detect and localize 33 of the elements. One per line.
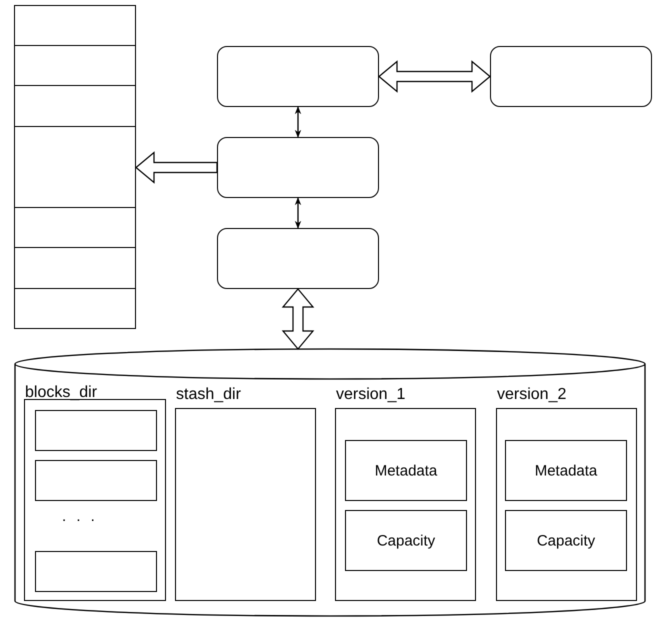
folder-label: stash_dir xyxy=(176,386,241,404)
stack-cell xyxy=(14,85,136,127)
block-box xyxy=(35,410,157,451)
rounded-box xyxy=(217,137,379,198)
folder-label: version_1 xyxy=(336,386,406,404)
file-box xyxy=(505,440,627,501)
block-arrow xyxy=(135,151,218,184)
stack-cell xyxy=(14,288,136,329)
block-arrow xyxy=(282,288,314,350)
file-box xyxy=(345,440,467,501)
box-label: Metadata xyxy=(534,462,598,479)
arrow xyxy=(294,106,302,138)
file-box xyxy=(345,510,467,571)
stack-cell xyxy=(14,126,136,208)
folder-label: blocks_dir xyxy=(25,384,98,402)
block-box xyxy=(35,551,157,592)
rounded-box xyxy=(217,46,379,107)
block-box xyxy=(35,460,157,501)
box-label: Metadata xyxy=(374,462,438,479)
ellipsis-label: . . . xyxy=(62,508,95,525)
rounded-box xyxy=(217,228,379,289)
box-label: Capacity xyxy=(536,532,596,549)
stack-cell xyxy=(14,45,136,86)
stack-cell xyxy=(14,247,136,289)
box-label: Capacity xyxy=(376,532,436,549)
stack-cell xyxy=(14,207,136,248)
file-box xyxy=(505,510,627,571)
block-arrow xyxy=(378,60,491,93)
arrow xyxy=(294,197,302,229)
stack-cell xyxy=(14,5,136,46)
folder-label: version_2 xyxy=(497,386,566,404)
cylinder-shape xyxy=(14,349,646,616)
rounded-box xyxy=(490,46,652,107)
